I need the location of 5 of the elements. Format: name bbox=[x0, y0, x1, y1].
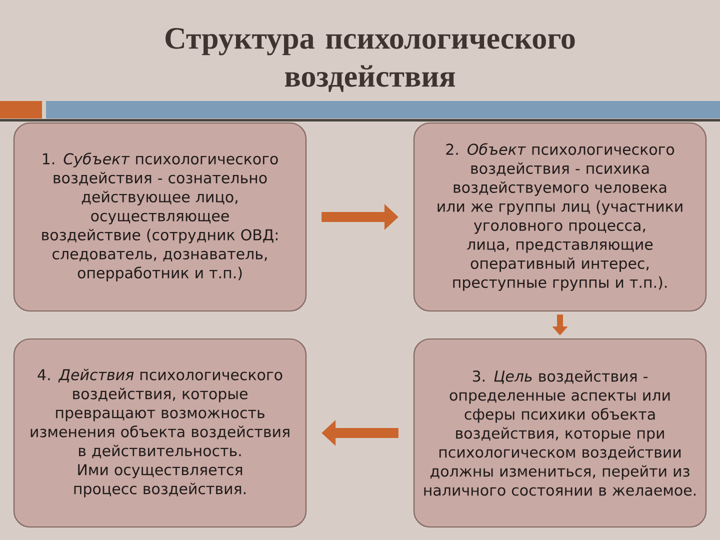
text-box: 1. Субъект психологического воздействия - сознательно действующее лицо, осуществляющее воздействие (сотрудник ОВД: следователь, дознаватель, оперработник и т.п.) bbox=[13, 122, 307, 312]
text-box: 2. Объект психологического воздействия - психика воздействуемого человека или же группы лиц (участники уголовного процесса, лица, представляющие оперативный интерес, преступные группы и т.п.). bbox=[413, 122, 707, 312]
text-box: 3. Цель воздействия - определенные аспекты или сферы психики объекта воздействия, которые при психологическом воздействии должны измениться, перейти из наличного состоянии в желаемое. bbox=[413, 338, 707, 528]
text-box: 4. Действия психологического воздействия, которые превращают возможность изменения объекта воздействия в действительность. Ими осуществляется процесс воздействия. bbox=[13, 338, 307, 528]
title: Структура психологического воздействия bbox=[166, 28, 575, 92]
